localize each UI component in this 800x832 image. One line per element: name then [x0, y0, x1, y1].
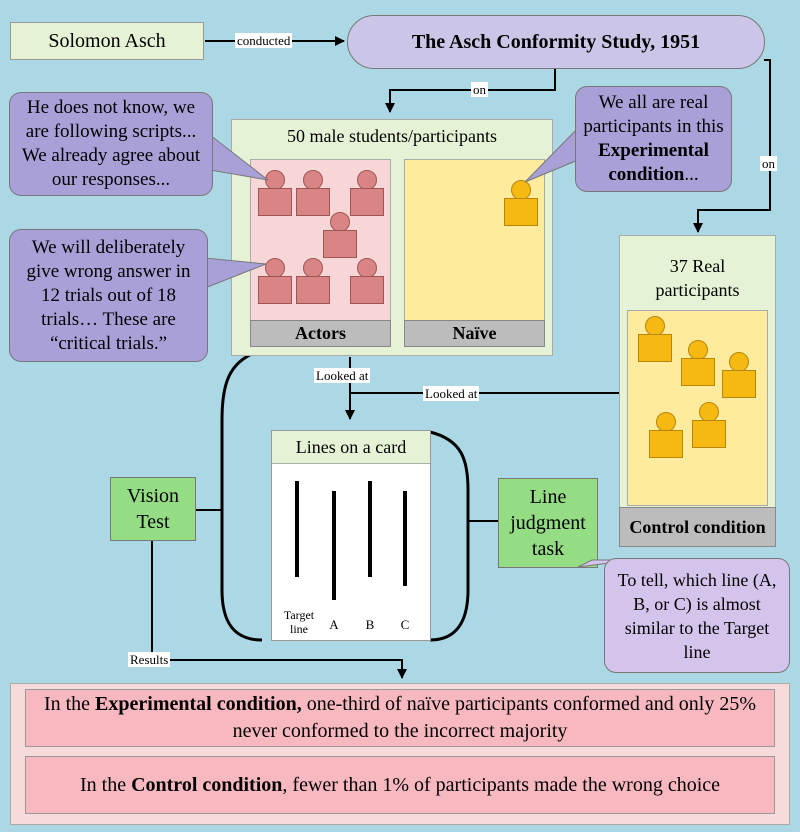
edge-on-right [693, 59, 771, 233]
vision-test-label: Vision Test [126, 485, 180, 533]
bubble-real-pre: We all are real participants in this [583, 92, 724, 137]
target-line-label: Target line [283, 608, 315, 636]
bubble-real-post: ... [684, 164, 699, 185]
line-b-label: B [365, 617, 375, 632]
solomon-asch-node: Solomon Asch [10, 22, 204, 60]
tail-scripts [209, 133, 269, 181]
control-label-bar: Control condition [619, 507, 776, 547]
control-title: 37 Real participants [655, 256, 740, 300]
study-title: The Asch Conformity Study, 1951 [411, 30, 701, 53]
tail-wrong-answer [204, 257, 267, 289]
result-control: In the Control condition, fewer than 1% … [25, 756, 775, 814]
participants-title: 50 male students/participants [287, 126, 497, 146]
edge-label-results: Results [128, 652, 171, 667]
card-title-bar: Lines on a card [272, 431, 430, 464]
actors-label: Actors [295, 323, 346, 343]
r2-rest: , fewer than 1% of participants made the… [282, 773, 721, 796]
line-a-label: A [329, 617, 339, 632]
r2-prefix: In the [79, 773, 127, 796]
line-c-label: C [400, 617, 410, 632]
solomon-asch-label: Solomon Asch [48, 30, 166, 52]
r1-prefix: In the [43, 693, 91, 715]
bubble-to-tell-text: To tell, which line (A, B, or C) is almo… [617, 569, 777, 662]
edge-label-looked-at-left: Looked at [314, 368, 371, 383]
bubble-real-bold: Experimental condition [598, 140, 709, 185]
r1-bold: Experimental condition, [95, 693, 302, 715]
edge-label-on-left: on [471, 82, 488, 97]
bubble-scripts-text: He does not know, we are following scrip… [21, 97, 201, 190]
actors-label-bar: Actors [250, 320, 391, 347]
right-brace [429, 430, 470, 642]
result-experimental-text: In the Experimental condition, one-third… [32, 691, 768, 745]
bubble-wrong-answer-text: We will deliberately give wrong answer i… [26, 236, 191, 354]
bubble-wrong-answer: We will deliberately give wrong answer i… [9, 229, 208, 362]
vision-test-node: Vision Test [110, 477, 196, 541]
edge-label-looked-at-right: Looked at [423, 386, 480, 401]
tail-real-participants [524, 126, 579, 183]
r2-bold: Control condition [131, 773, 283, 796]
study-title-node: The Asch Conformity Study, 1951 [347, 15, 765, 69]
bubble-to-tell: To tell, which line (A, B, or C) is almo… [604, 558, 790, 673]
naive-label: Naïve [452, 323, 497, 343]
result-control-text: In the Control condition, fewer than 1% … [80, 772, 720, 799]
r1-rest: one-third of naïve participants conforme… [232, 693, 757, 742]
bubble-real-participants: We all are real participants in this Exp… [575, 86, 732, 192]
edge-label-conducted: conducted [235, 33, 293, 48]
card-title: Lines on a card [295, 436, 407, 457]
line-judgment-label: Line judgment task [510, 486, 586, 560]
naive-label-bar: Naïve [404, 320, 545, 347]
result-experimental: In the Experimental condition, one-third… [25, 689, 775, 747]
bubble-real-participants-text: We all are real participants in this Exp… [582, 91, 725, 187]
left-brace [220, 348, 263, 642]
control-label: Control condition [629, 516, 766, 537]
line-judgment-node: Line judgment task [498, 478, 598, 568]
edge-results [151, 540, 407, 679]
bubble-scripts: He does not know, we are following scrip… [9, 92, 213, 196]
edge-label-on-right: on [760, 156, 777, 171]
